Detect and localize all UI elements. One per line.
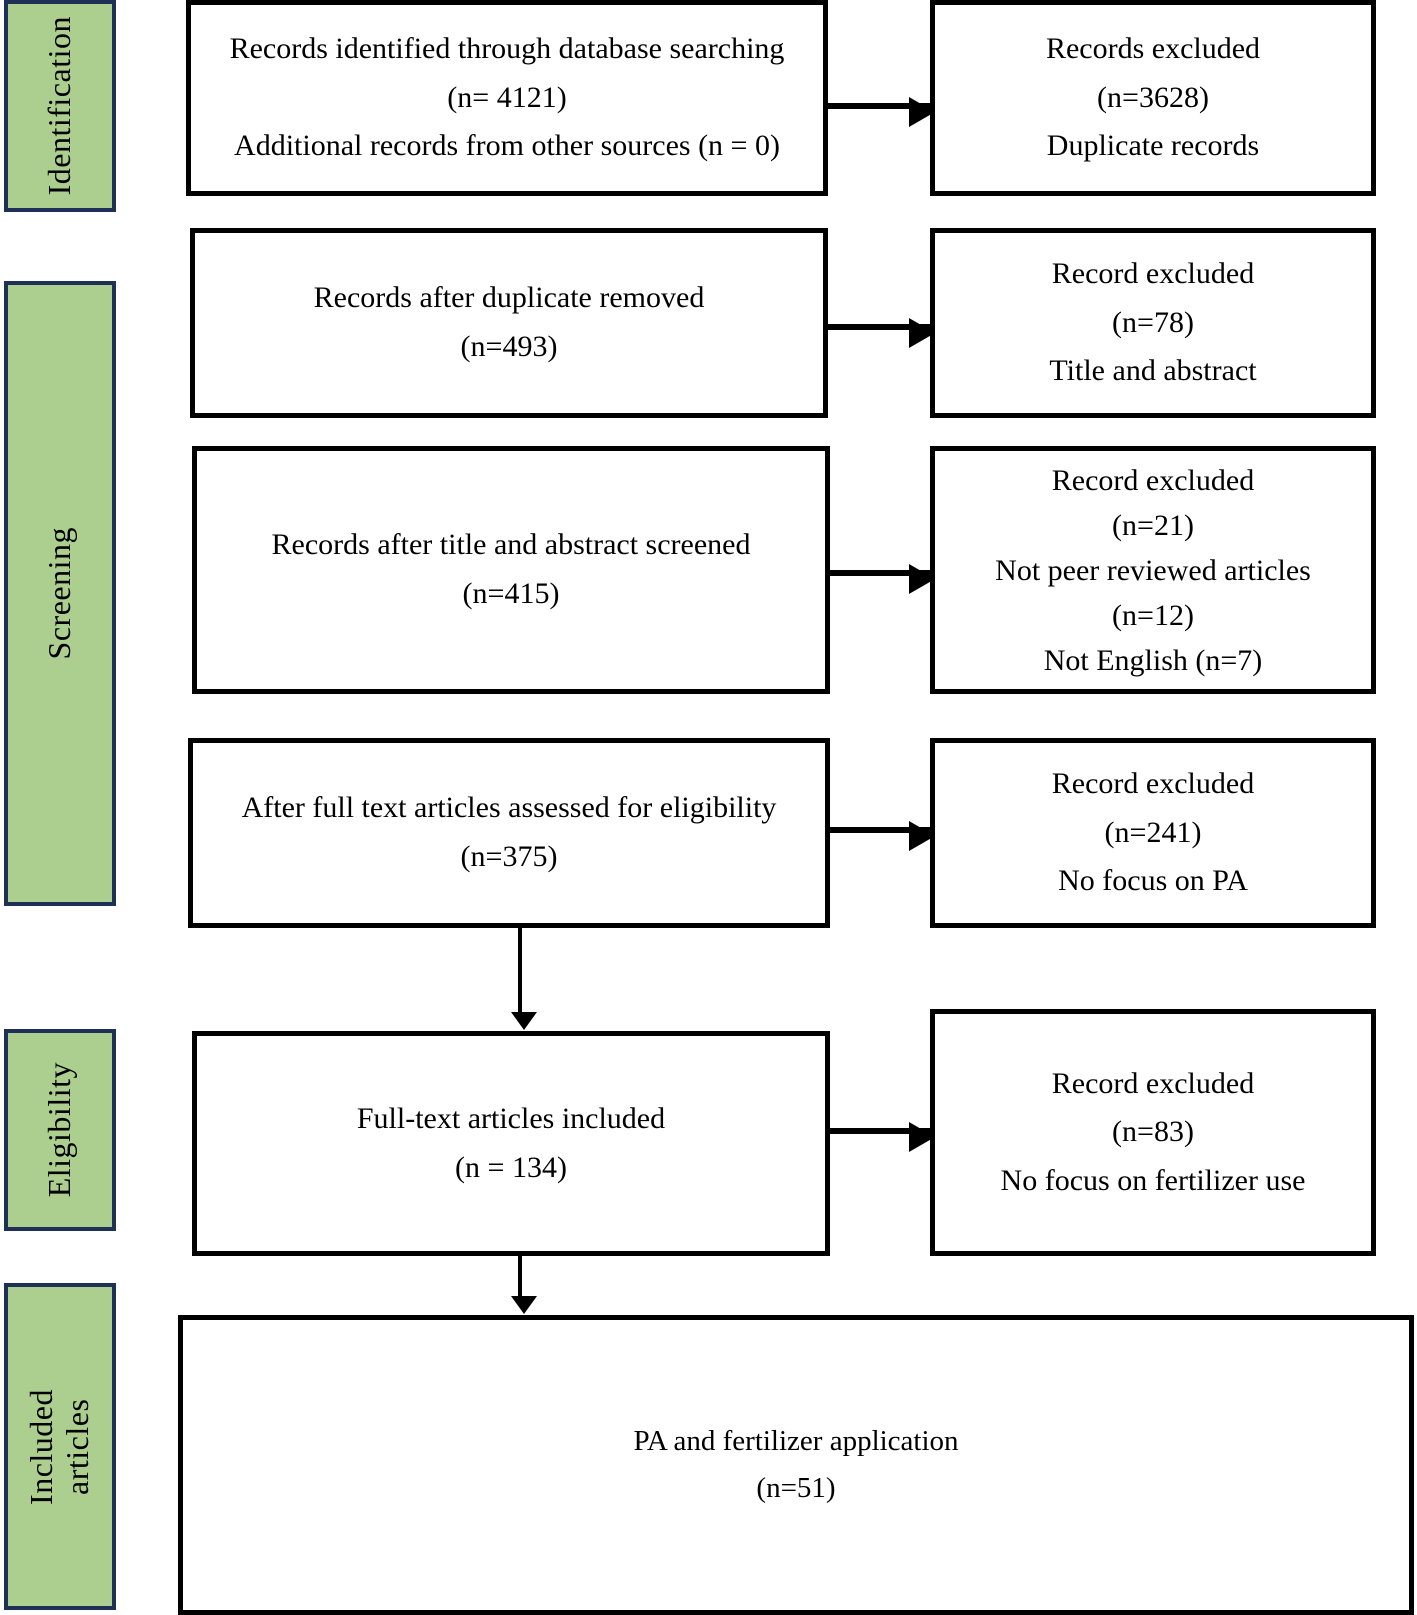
- box-line: No focus on PA: [1058, 864, 1248, 898]
- arrow-to-full-text-articles-included: [511, 928, 537, 1030]
- box-line: Record excluded: [1051, 767, 1255, 801]
- stage-label-screening: Screening: [4, 281, 116, 906]
- box-excluded-no-focus-fertilizer: Record excluded (n=83) No focus on ferti…: [930, 1009, 1376, 1256]
- box-line: Not English (n=7): [1043, 643, 1263, 677]
- box-line: Record excluded: [1051, 1066, 1255, 1100]
- box-after-full-text-assessed: After full text articles assessed for el…: [188, 738, 830, 928]
- arrow-to-excluded-not-peer-reviewed: [828, 564, 935, 594]
- box-line: (n=51): [756, 1472, 836, 1504]
- box-line: (n=375): [460, 840, 558, 873]
- box-line: (n=415): [462, 577, 560, 610]
- box-line: Title and abstract: [1049, 354, 1257, 388]
- box-line: (n=78): [1112, 305, 1194, 339]
- arrow-to-excluded-no-focus-fertilizer: [828, 1122, 935, 1152]
- box-line: Records after title and abstract screene…: [271, 528, 751, 562]
- box-records-after-duplicate-removed: Records after duplicate removed (n=493): [190, 228, 828, 418]
- box-excluded-not-peer-reviewed: Record excluded (n=21) Not peer reviewed…: [930, 446, 1376, 694]
- arrow-to-excluded-title-abstract: [826, 318, 935, 348]
- box-line: PA and fertilizer application: [633, 1425, 959, 1458]
- box-line: No focus on fertilizer use: [1000, 1163, 1306, 1197]
- box-line: (n=83): [1112, 1115, 1194, 1149]
- box-line: Not peer reviewed articles: [995, 553, 1311, 587]
- box-line: (n=493): [460, 330, 558, 363]
- box-full-text-articles-included: Full-text articles included (n = 134): [192, 1031, 830, 1256]
- stage-label-identification: Identification: [4, 0, 116, 212]
- box-line: Records excluded: [1045, 32, 1261, 66]
- stage-label-included-articles-text: Included articles: [23, 1388, 95, 1505]
- box-line: (n = 134): [455, 1150, 567, 1184]
- box-line: Records after duplicate removed: [313, 281, 705, 315]
- arrow-to-excluded-no-focus-pa: [828, 821, 935, 851]
- stage-label-eligibility: Eligibility: [4, 1029, 116, 1231]
- box-line: Record excluded: [1051, 463, 1255, 497]
- stage-label-identification-text: Identification: [41, 16, 78, 196]
- box-line: Record excluded: [1051, 257, 1255, 291]
- box-line: (n=241): [1104, 815, 1202, 849]
- stage-label-included-articles: Included articles: [4, 1283, 116, 1610]
- box-line: Full-text articles included: [356, 1101, 666, 1135]
- box-records-after-title-abstract-screened: Records after title and abstract screene…: [192, 446, 830, 694]
- box-line: After full text articles assessed for el…: [241, 791, 777, 825]
- stage-label-eligibility-text: Eligibility: [41, 1062, 78, 1198]
- box-records-identified: Records identified through database sear…: [186, 0, 828, 196]
- box-line: Records identified through database sear…: [229, 32, 785, 66]
- box-line: Duplicate records: [1046, 129, 1260, 163]
- box-excluded-title-abstract: Record excluded (n=78) Title and abstrac…: [930, 228, 1376, 418]
- box-line: (n=3628): [1097, 80, 1209, 114]
- box-excluded-duplicates: Records excluded (n=3628) Duplicate reco…: [930, 0, 1376, 196]
- box-line: (n=21): [1112, 508, 1194, 542]
- box-line: Additional records from other sources (n…: [234, 129, 780, 163]
- box-pa-and-fertilizer-application: PA and fertilizer application (n=51): [178, 1315, 1414, 1615]
- arrow-to-pa-and-fertilizer-application: [511, 1256, 537, 1314]
- stage-label-screening-text: Screening: [41, 527, 78, 660]
- box-excluded-no-focus-pa: Record excluded (n=241) No focus on PA: [930, 738, 1376, 928]
- arrow-to-excluded-duplicates: [826, 97, 935, 127]
- box-line: (n=12): [1112, 598, 1194, 632]
- box-line: (n= 4121): [447, 80, 567, 114]
